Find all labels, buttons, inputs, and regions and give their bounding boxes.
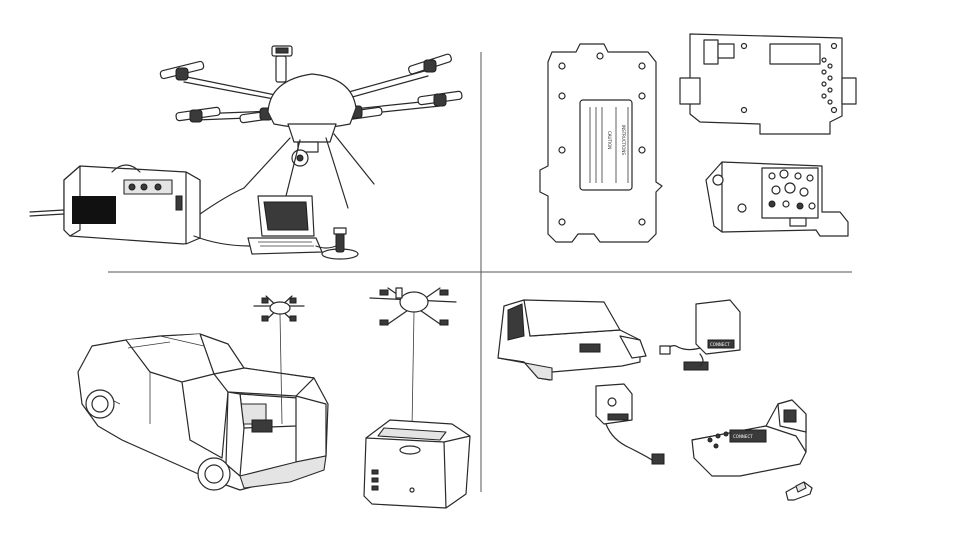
instruction-sticker [579,99,633,191]
tethered-drone-small [253,295,305,425]
mounting-clip [785,481,813,501]
module-label: CONNECT [710,342,730,347]
panel-dividers [108,52,852,492]
panel-mounting-plates: INSTRUCTIONS CAUTION [539,33,857,243]
panel-system-overview [29,45,463,260]
tether-crate [363,419,471,509]
ground-antenna [321,227,359,260]
dock-label: CONNECT [733,434,753,439]
tethered-drone-large [369,287,457,429]
mounting-bracket-lower [705,161,849,237]
docking-base: CONNECT [691,399,807,477]
sticker-caution: CAUTION [607,131,612,149]
control-laptop [247,195,323,255]
panel-vehicle-deployment [77,287,471,509]
perforation-pattern [768,169,816,210]
hexacopter-drone [159,45,463,209]
tether-ground-station [29,164,201,245]
panel-battery-kit: CONNECT CONNECT [497,299,813,501]
connection-cables [193,187,337,249]
pickup-truck [77,333,329,491]
connector-module [595,383,665,465]
vent-holes [821,57,833,105]
mounting-plate-upper [679,33,857,135]
mounting-plate-large: INSTRUCTIONS CAUTION [539,43,663,243]
battery-cradle [497,299,647,381]
battery-module: CONNECT [659,299,741,371]
sticker-heading: INSTRUCTIONS [621,125,626,155]
